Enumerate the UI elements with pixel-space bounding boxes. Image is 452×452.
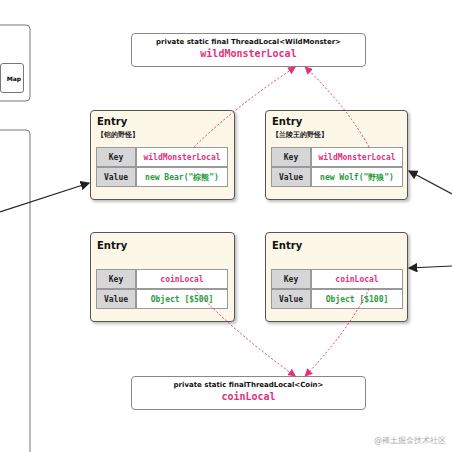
header-text: Value [279, 173, 303, 182]
watermark: @稀土掘金技术社区 [374, 435, 446, 446]
map-container [0, 25, 30, 101]
entry-title: Entry [272, 116, 302, 127]
key-text: coinLocal [335, 275, 378, 284]
declaration-text: private static final ThreadLocal<WildMon… [132, 38, 365, 46]
key-cell: coinLocal [136, 269, 228, 289]
thread-container [0, 130, 30, 452]
entry-title: Entry [97, 116, 127, 127]
value-header-cell: Value [271, 289, 311, 309]
value-header-cell: Value [271, 167, 311, 187]
key-cell: wildMonsterLocal [311, 147, 403, 167]
reference-connector [305, 289, 369, 376]
value-header-cell: Value [96, 289, 136, 309]
value-text: Object [$100] [326, 295, 389, 304]
header-text: Key [109, 275, 123, 284]
entry-box: EntryKey coinLocalValue Object [$100] [265, 232, 408, 322]
entry-subtitle: 【铠的野怪】 [97, 130, 139, 140]
reference-connector [194, 67, 295, 147]
key-cell: coinLocal [311, 269, 403, 289]
header-text: Value [104, 295, 128, 304]
entry-title: Entry [272, 240, 302, 251]
header-text: Value [279, 295, 303, 304]
value-cell: Object [$500] [136, 289, 228, 309]
map-label: Map [7, 75, 21, 82]
entry-box: EntryKey coinLocalValue Object [$500] [90, 232, 235, 322]
header-text: Value [104, 173, 128, 182]
declaration-text: private static finalThreadLocal<Coin> [132, 381, 365, 389]
value-text: new Bear("棕熊") [145, 172, 219, 183]
reference-arrow [409, 266, 452, 268]
value-cell: new Wolf("野狼") [311, 167, 403, 187]
threadlocal-box: private static final ThreadLocal<WildMon… [131, 33, 366, 67]
entry-title: Entry [97, 240, 127, 251]
reference-arrow [409, 171, 452, 194]
reference-connector [194, 289, 295, 376]
value-cell: new Bear("棕熊") [136, 167, 228, 187]
entry-subtitle: 【兰陵王的野怪】 [272, 130, 328, 140]
key-header-cell: Key [96, 147, 136, 167]
key-text: wildMonsterLocal [318, 153, 395, 162]
value-header-cell: Value [96, 167, 136, 187]
reference-connector [305, 67, 369, 147]
variable-name: coinLocal [132, 391, 365, 402]
entry-box: Entry 【铠的野怪】 Key wildMonsterLocalValue new B… [90, 110, 235, 200]
key-header-cell: Key [96, 269, 136, 289]
header-text: Key [284, 153, 298, 162]
reference-arrow [0, 183, 89, 212]
value-text: Object [$500] [151, 295, 214, 304]
value-cell: Object [$100] [311, 289, 403, 309]
key-text: coinLocal [160, 275, 203, 284]
variable-name: wildMonsterLocal [132, 48, 365, 59]
key-header-cell: Key [271, 147, 311, 167]
entry-box: Entry 【兰陵王的野怪】 Key wildMonsterLocalValue new… [265, 110, 408, 200]
key-header-cell: Key [271, 269, 311, 289]
header-text: Key [284, 275, 298, 284]
key-text: wildMonsterLocal [143, 153, 220, 162]
threadlocal-box: private static finalThreadLocal<Coin> coi… [131, 376, 366, 410]
map-box: Map [0, 63, 24, 93]
key-cell: wildMonsterLocal [136, 147, 228, 167]
header-text: Key [109, 153, 123, 162]
value-text: new Wolf("野狼") [320, 172, 394, 183]
